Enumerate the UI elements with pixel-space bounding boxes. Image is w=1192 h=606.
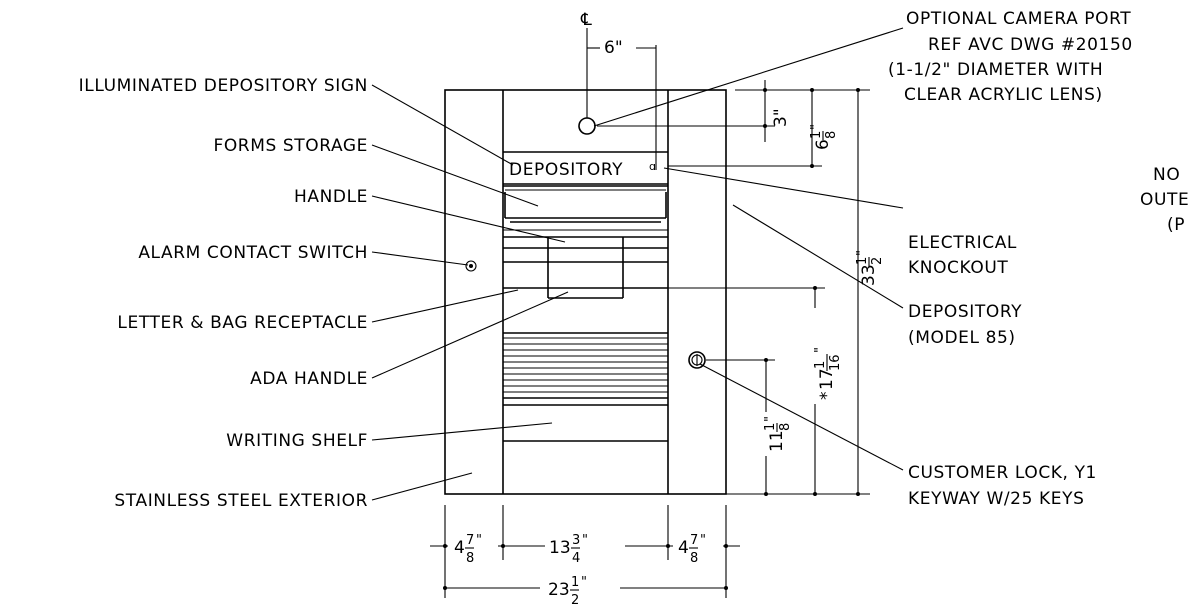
dim-overall-height: 33 1 2 " xyxy=(855,250,885,286)
svg-text:4: 4 xyxy=(678,538,689,558)
label-forms-storage: FORMS STORAGE xyxy=(213,136,368,156)
label-exterior: STAINLESS STEEL EXTERIOR xyxy=(114,491,368,511)
svg-text:4: 4 xyxy=(572,551,580,566)
svg-text:8: 8 xyxy=(824,131,839,139)
svg-text:1: 1 xyxy=(813,361,828,369)
svg-text:": " xyxy=(700,533,706,548)
writing-shelf xyxy=(503,404,668,442)
note-line-2: OUTE xyxy=(1140,190,1189,210)
svg-text:3: 3 xyxy=(572,533,580,548)
dim-lock-height: 11 1 8 " xyxy=(763,412,793,456)
alarm-switch-icon xyxy=(465,260,477,272)
dim-left-margin: 4 7 8 " xyxy=(454,533,482,566)
customer-lock-icon xyxy=(688,351,706,369)
svg-text:7: 7 xyxy=(690,533,698,548)
svg-text:8: 8 xyxy=(466,551,474,566)
label-electrical-1: ELECTRICAL xyxy=(908,233,1017,253)
svg-text:13: 13 xyxy=(549,538,571,558)
svg-text:": " xyxy=(855,250,870,256)
forms-storage-compartment xyxy=(503,185,668,231)
vertical-dimensions xyxy=(597,80,870,496)
svg-text:3": 3" xyxy=(771,108,791,127)
left-labels: ILLUMINATED DEPOSITORY SIGN FORMS STORAG… xyxy=(79,76,368,511)
horizontal-dimensions xyxy=(430,505,740,598)
svg-text:1: 1 xyxy=(763,423,778,431)
svg-text:": " xyxy=(813,347,828,353)
label-camera-port-4: CLEAR ACRYLIC LENS) xyxy=(904,85,1103,105)
dim-overall-width: 23 1 2 " xyxy=(548,575,587,606)
dim-top-to-knockout: 6 1 8 " xyxy=(809,124,839,150)
handle-assembly xyxy=(503,236,668,299)
svg-text:33: 33 xyxy=(859,264,879,286)
svg-text:": " xyxy=(476,533,482,548)
cam-offset-dim: 6" xyxy=(604,38,623,58)
leader-lines-left xyxy=(371,84,569,501)
note-line-1: NO xyxy=(1153,165,1180,185)
svg-text:4: 4 xyxy=(454,538,465,558)
svg-text:2: 2 xyxy=(571,593,579,606)
label-illuminated-sign: ILLUMINATED DEPOSITORY SIGN xyxy=(79,76,368,96)
svg-text:8: 8 xyxy=(778,423,793,431)
svg-text:2: 2 xyxy=(870,257,885,265)
dim-center-width: 13 3 4 " xyxy=(549,533,588,566)
dim-receptacle-height: * 17 1 16 " xyxy=(813,308,843,404)
svg-text:1: 1 xyxy=(571,575,579,590)
right-labels: OPTIONAL CAMERA PORT REF AVC DWG #20150 … xyxy=(888,9,1189,509)
label-camera-port-2: REF AVC DWG #20150 xyxy=(928,35,1133,55)
letter-bag-receptacle xyxy=(503,332,668,399)
knockout-symbol: ɑ xyxy=(649,160,656,173)
svg-text:1: 1 xyxy=(809,131,824,139)
dim-cam-height: 3" xyxy=(771,108,791,127)
svg-text:7: 7 xyxy=(466,533,474,548)
label-handle: HANDLE xyxy=(294,187,368,207)
label-lock-2: KEYWAY W/25 KEYS xyxy=(908,489,1085,509)
svg-text:*: * xyxy=(817,392,837,401)
svg-text:": " xyxy=(809,124,824,130)
label-lock-1: CUSTOMER LOCK, Y1 xyxy=(908,463,1097,483)
svg-text:23: 23 xyxy=(548,580,570,600)
label-camera-port-1: OPTIONAL CAMERA PORT xyxy=(906,9,1131,29)
label-receptacle: LETTER & BAG RECEPTACLE xyxy=(117,313,368,333)
svg-text:": " xyxy=(763,416,778,422)
svg-text:": " xyxy=(581,575,587,590)
svg-text:6: 6 xyxy=(813,139,833,150)
centerline-symbol: ℄ xyxy=(580,10,592,30)
label-writing-shelf: WRITING SHELF xyxy=(226,431,368,451)
svg-text:8: 8 xyxy=(690,551,698,566)
svg-text:": " xyxy=(582,533,588,548)
sign-text: DEPOSITORY xyxy=(509,160,623,180)
label-alarm-switch: ALARM CONTACT SWITCH xyxy=(138,243,368,263)
label-electrical-2: KNOCKOUT xyxy=(908,258,1008,278)
svg-text:17: 17 xyxy=(817,368,837,390)
dim-right-margin: 4 7 8 " xyxy=(678,533,706,566)
svg-text:1: 1 xyxy=(855,257,870,265)
depository-sign: DEPOSITORY ɑ xyxy=(503,151,668,185)
label-ada-handle: ADA HANDLE xyxy=(250,369,368,389)
note-line-3: (P xyxy=(1167,215,1185,235)
svg-text:11: 11 xyxy=(767,430,787,452)
svg-text:16: 16 xyxy=(828,354,843,371)
camera-port-circle xyxy=(578,117,596,135)
leader-lines-right xyxy=(593,27,904,471)
cabinet-outline xyxy=(444,89,727,495)
label-camera-port-3: (1-1/2" DIAMETER WITH xyxy=(888,60,1103,80)
centerline: ℄ 6" xyxy=(580,10,657,170)
label-depository-2: (MODEL 85) xyxy=(908,328,1016,348)
label-depository-1: DEPOSITORY xyxy=(908,302,1022,322)
